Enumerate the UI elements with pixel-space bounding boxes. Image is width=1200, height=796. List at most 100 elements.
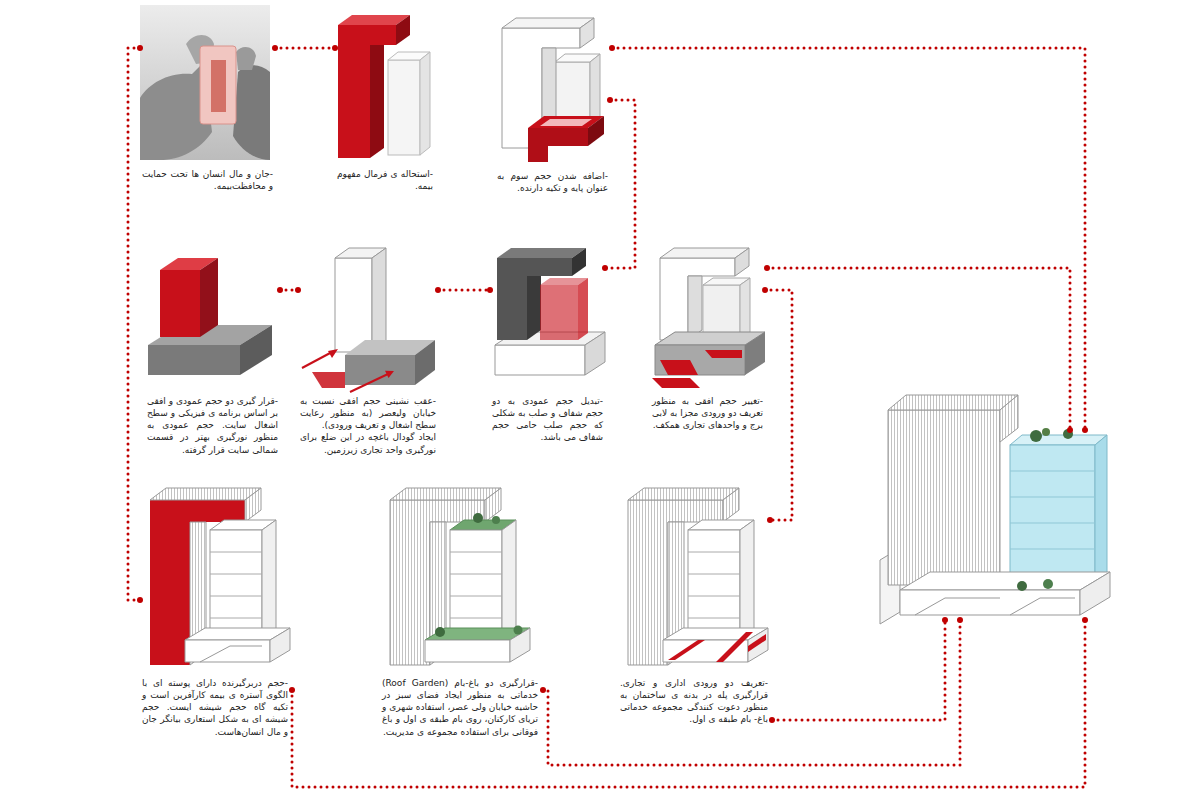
connector-end-dot <box>607 97 613 103</box>
entries-massing-part <box>655 345 745 375</box>
roof-garden-massing-part <box>473 513 483 523</box>
entries-massing-part <box>660 360 698 375</box>
stair-entry-massing-part <box>668 640 705 660</box>
concept-massing-part <box>396 15 410 45</box>
step-caption: -اضافه شدن حجم سوم به عنوان پایه و تکیه … <box>497 170 608 194</box>
final-building-render-part <box>1010 598 1075 615</box>
roof-garden-massing-part <box>450 552 502 618</box>
final-building-render-part <box>1017 581 1027 591</box>
entries-massing-part <box>745 332 765 375</box>
dotted-connector <box>128 45 143 603</box>
dotted-connector <box>272 45 338 51</box>
leader-end-dot-part <box>764 265 770 271</box>
step-panel: -تعریف دو ورودی اداری و تجاری. قرارگیری … <box>618 480 770 726</box>
render-leader-line-part <box>612 48 1085 430</box>
final-building-render-part <box>1080 572 1110 615</box>
stair-entry-massing <box>628 488 768 665</box>
third-volume-massing-part <box>588 116 604 146</box>
hands-photo <box>140 5 270 160</box>
caption-block: -حجم دربرگیرنده دارای پوسته ای با الگوی … <box>142 480 288 738</box>
stair-entry-massing-part <box>748 634 766 652</box>
final-building-render-part <box>900 572 1110 590</box>
leader-end-dot-part <box>957 617 963 623</box>
two-volume-massing <box>148 258 272 375</box>
roof-garden-massing-part <box>502 520 516 640</box>
connector-end-dot <box>762 287 768 293</box>
third-volume-massing-part <box>528 128 588 146</box>
step-caption: -قرارگیری دو باغ-بام (Roof Garden) خدمات… <box>382 677 538 738</box>
step-panel: -حجم دربرگیرنده دارای پوسته ای با الگوی … <box>140 480 290 738</box>
entries-massing-part <box>740 278 750 340</box>
dotted-connector <box>435 287 493 293</box>
shell-massing-part <box>200 646 262 662</box>
render-leader-line-part <box>772 620 945 720</box>
third-volume-massing-part <box>502 18 594 28</box>
shell-massing <box>150 488 290 665</box>
concept-massing-part <box>388 60 420 155</box>
step-panel: -تبدیل حجم عمودی به دو حجم شفاف و صلب به… <box>490 245 605 444</box>
entries-massing-part <box>688 276 702 340</box>
concept-massing <box>338 15 430 158</box>
final-building-render-part <box>888 395 1018 410</box>
shell-massing-part <box>245 488 261 522</box>
leader-end-dot-part <box>1082 427 1088 433</box>
solid-transparent-massing-part <box>578 278 588 340</box>
two-volume-massing-part <box>200 258 218 337</box>
concept-massing-part <box>370 45 384 158</box>
connector-path <box>438 289 490 292</box>
stair-entry-massing-part <box>688 530 740 640</box>
step-caption: -قرار گیری دو حجم عمودی و افقی بر اساس ب… <box>147 395 278 456</box>
hands-photo-part <box>140 5 270 160</box>
roof-garden-massing <box>390 488 530 665</box>
leader-end-dot-part <box>769 717 775 723</box>
setback-massing-part <box>345 355 415 385</box>
setback-massing <box>302 248 435 392</box>
stair-entry-massing-part <box>628 488 739 500</box>
leader-end-dot-part <box>289 687 295 693</box>
connector-path <box>605 100 635 268</box>
two-volume-massing-part <box>240 325 272 375</box>
final-building-render-part <box>1042 428 1050 436</box>
caption-block: -تعریف دو ورودی اداری و تجاری. قرارگیری … <box>620 480 768 726</box>
step-panel: -قرار گیری دو حجم عمودی و افقی بر اساس ب… <box>145 245 280 456</box>
leader-end-dot-part <box>609 45 615 51</box>
final-building-render-part <box>1010 435 1107 445</box>
step-caption: ایجاد گودال باغچه در این ضلع برای نورگیر… <box>300 431 436 455</box>
caption-block: -جان و مال انسان ها تحت حمایت و محافظت‌ب… <box>142 5 273 192</box>
shell-massing-part <box>185 640 270 662</box>
hands-photo-part <box>236 47 256 70</box>
shell-massing-part <box>210 552 262 618</box>
leader-end-dot <box>289 45 1088 723</box>
connector-path <box>765 290 792 520</box>
stair-entry-massing-part <box>716 632 753 662</box>
third-volume-massing <box>502 18 604 162</box>
setback-massing-part <box>372 248 386 352</box>
stair-entry-massing-part <box>723 488 739 522</box>
dotted-connector <box>762 287 792 523</box>
two-volume-massing-part <box>160 270 200 337</box>
shell-massing-part <box>270 628 290 662</box>
step-caption: -جان و مال انسان ها تحت حمایت و محافظت‌ب… <box>142 168 273 192</box>
step-panel: -عقب نشینی حجم افقی نسبت به خیابان ولیعص… <box>298 245 438 456</box>
connector-end-dot <box>487 287 493 293</box>
caption-block: -قرارگیری دو باغ-بام (Roof Garden) خدمات… <box>382 480 538 738</box>
connector-end-dot <box>767 517 773 523</box>
step-caption: -استحاله ی فرمال مفهوم بیمه. <box>337 168 433 192</box>
caption-block: -اضافه شدن حجم سوم به عنوان پایه و تکیه … <box>497 10 608 194</box>
roof-garden-massing-part <box>450 530 502 640</box>
connector-end-dot <box>435 287 441 293</box>
render-leader-line <box>292 48 1085 787</box>
step-panel: -تغییر حجم افقی به منظور تعریف دو ورودی … <box>650 245 765 431</box>
roof-garden-massing-part <box>425 640 510 662</box>
third-volume-massing-part <box>528 146 548 162</box>
connector-end-dot <box>332 45 338 51</box>
step-caption: -تغییر حجم افقی به منظور تعریف دو ورودی … <box>652 395 763 431</box>
entries-massing-part <box>735 248 749 276</box>
step-caption: -حجم دربرگیرنده دارای پوسته ای با الگوی … <box>142 677 288 738</box>
leader-end-dot-part <box>1067 427 1073 433</box>
concept-massing-part <box>338 25 396 158</box>
hands-photo-part <box>200 46 236 124</box>
step-caption: -تعریف دو ورودی اداری و تجاری. قرارگیری … <box>620 677 768 726</box>
solid-transparent-massing-part <box>572 248 586 276</box>
